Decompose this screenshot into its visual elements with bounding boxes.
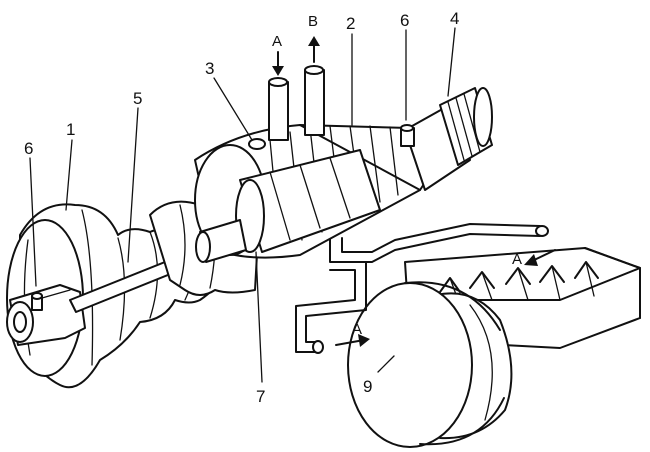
label-part-5: 5 xyxy=(133,89,142,108)
end-fitting xyxy=(6,284,86,346)
flow-arrows xyxy=(272,36,556,347)
label-part-2: 2 xyxy=(346,14,355,33)
bleed-screw-right xyxy=(400,124,415,147)
label-flow-a-right: A xyxy=(512,251,522,268)
rotary-spool xyxy=(235,149,381,253)
leader-lines xyxy=(29,27,456,383)
label-port-b: B xyxy=(308,13,318,30)
shaft-coupling xyxy=(195,219,247,263)
label-flow-a-bottom: A xyxy=(352,321,362,338)
hydraulic-pipes xyxy=(295,223,549,354)
label-part-6-left: 6 xyxy=(24,139,33,158)
input-shaft xyxy=(404,87,493,191)
label-part-6-right: 6 xyxy=(400,11,409,30)
label-part-9: 9 xyxy=(363,377,372,396)
label-part-3: 3 xyxy=(205,59,214,78)
label-part-7: 7 xyxy=(256,387,265,406)
label-part-1: 1 xyxy=(66,120,75,139)
part-labels: 1 5 3 2 6 4 6 7 9 A B A A xyxy=(24,9,522,406)
label-part-4: 4 xyxy=(450,9,459,28)
rack-piston xyxy=(347,281,513,448)
plug xyxy=(248,138,266,150)
port-pipes xyxy=(268,65,325,141)
label-port-a: A xyxy=(272,33,282,50)
